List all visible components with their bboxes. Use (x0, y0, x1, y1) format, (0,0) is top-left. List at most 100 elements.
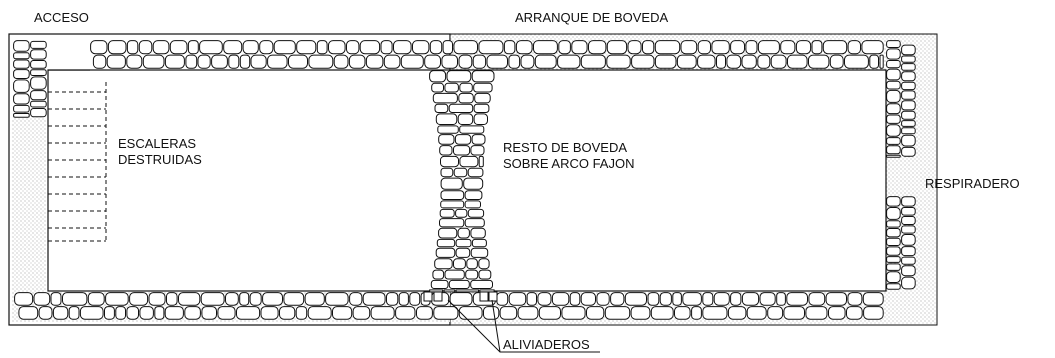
masonry-stone (901, 81, 916, 91)
masonry-stone (325, 292, 349, 306)
masonry-stone (533, 40, 558, 55)
masonry-stone (455, 238, 472, 248)
masonry-stone (654, 54, 677, 69)
masonry-stone (551, 292, 570, 306)
masonry-stone (862, 292, 884, 306)
masonry-stone (164, 306, 184, 320)
masonry-stone (126, 40, 139, 55)
masonry-stone (473, 82, 493, 93)
masonry-stone (434, 103, 449, 114)
masonry-stone (901, 276, 916, 290)
masonry-stone (886, 103, 901, 115)
masonry-stone (380, 40, 393, 55)
masonry-stone (473, 103, 490, 114)
masonry-stone (435, 247, 456, 258)
masonry-stone (457, 227, 470, 239)
masonry-stone (886, 237, 901, 247)
masonry-stone (538, 306, 561, 320)
respiradero-fill (886, 158, 916, 196)
masonry-stone (393, 40, 412, 55)
masonry-stone (886, 207, 901, 220)
masonry-stone (448, 103, 474, 114)
masonry-stone (901, 100, 916, 111)
masonry-stone (458, 92, 474, 104)
masonry-stone (437, 125, 459, 134)
masonry-stone (201, 306, 217, 320)
masonry-stone (115, 306, 127, 320)
masonry-stone (886, 271, 901, 283)
masonry-stone (846, 306, 863, 320)
masonry-stone (386, 292, 399, 306)
masonry-stone (847, 40, 861, 55)
masonry-stone (362, 292, 386, 306)
masonry-stone (474, 92, 491, 104)
masonry-stone (515, 40, 533, 55)
masonry-stone (558, 40, 571, 55)
masonry-stone (444, 82, 459, 93)
masonry-stone (586, 306, 605, 320)
masonry-stone (787, 54, 808, 69)
masonry-stone (901, 127, 916, 135)
masonry-stone (464, 200, 482, 209)
masonry-stone (432, 269, 445, 280)
masonry-stone (825, 292, 847, 306)
masonry-stone (200, 292, 225, 306)
masonry-stone (30, 108, 47, 118)
masonry-stone (30, 90, 47, 101)
masonry-stone (129, 292, 149, 306)
masonry-stone (759, 292, 776, 306)
masonry-stone (283, 292, 305, 306)
masonry-stone (449, 292, 473, 306)
masonry-stone (745, 40, 758, 55)
masonry-stone (398, 292, 409, 306)
masonry-stone (30, 60, 47, 69)
masonry-stone (886, 137, 901, 145)
masonry-stone (496, 292, 509, 306)
masonry-stone (430, 279, 449, 289)
masonry-stone (886, 228, 901, 238)
masonry-stone (767, 306, 784, 320)
masonry-stone (152, 40, 170, 55)
masonry-stone (606, 40, 628, 55)
masonry-stone (886, 196, 901, 207)
masonry-stone (901, 225, 916, 234)
masonry-stone (650, 306, 674, 320)
masonry-stone (90, 40, 108, 55)
masonry-stone (537, 292, 552, 306)
masonry-stone (499, 306, 518, 320)
masonry-stone (30, 76, 47, 90)
access-opening (48, 38, 90, 70)
masonry-stone (847, 292, 863, 306)
masonry-stone (412, 40, 430, 55)
masonry-stone (674, 306, 691, 320)
masonry-stone (429, 70, 447, 83)
masonry-stone (359, 40, 381, 55)
masonry-stone (365, 54, 384, 69)
masonry-stone (886, 246, 901, 256)
masonry-stone (30, 100, 47, 108)
masonry-stone (68, 306, 80, 320)
masonry-stone (697, 40, 712, 55)
masonry-stone (453, 40, 478, 55)
masonry-stone (901, 146, 916, 157)
masonry-stone (383, 54, 401, 69)
masonry-stone (526, 292, 537, 306)
masonry-stone (349, 292, 363, 306)
masonry-stone (444, 269, 465, 280)
masonry-stone (727, 306, 747, 320)
masonry-stone (424, 54, 442, 69)
masonry-stone (139, 306, 154, 320)
masonry-stone (199, 40, 223, 55)
masonry-stone (442, 40, 454, 55)
masonry-stone (659, 292, 672, 306)
masonry-stone (52, 306, 69, 320)
masonry-stone (478, 269, 492, 280)
masonry-stone (328, 40, 346, 55)
masonry-stone (886, 80, 901, 90)
masonry-stone (453, 167, 468, 178)
masonry-stone (886, 263, 901, 271)
masonry-stone (435, 113, 458, 126)
masonry-stone (627, 40, 642, 55)
masonry-stone (465, 269, 479, 280)
masonry-stone (13, 93, 30, 105)
